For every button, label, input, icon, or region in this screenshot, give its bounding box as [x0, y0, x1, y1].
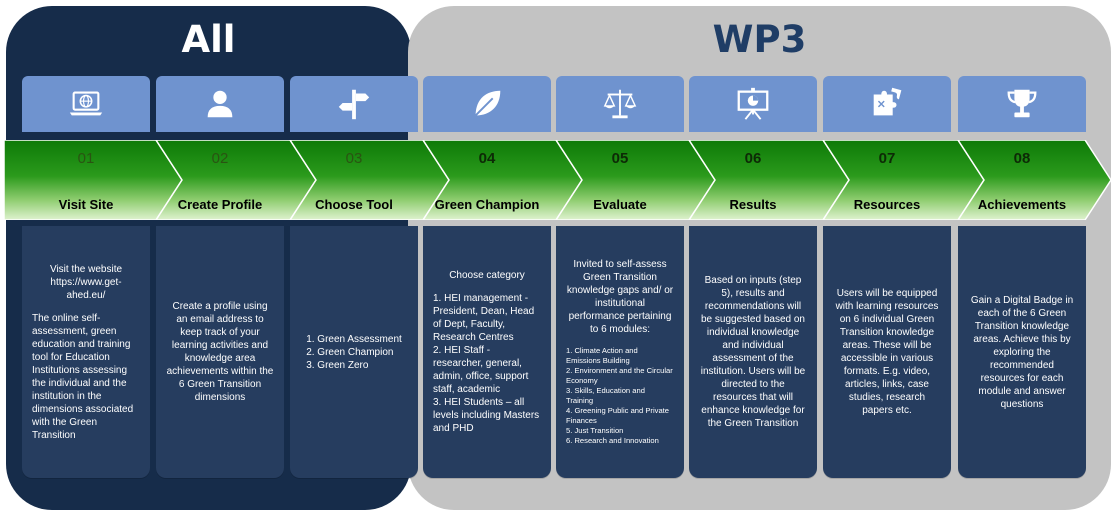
step-03: 1. Green Assessment 2. Green Champion 3.… [290, 0, 418, 512]
step-01-desc-line: Visit the website [49, 263, 123, 275]
step-05-module-item: 5. Just Transition [566, 426, 624, 435]
step-01-desc-line: https://www.get- [50, 276, 122, 288]
step-08-description: Gain a Digital Badge in each of the 6 Gr… [958, 226, 1086, 478]
step-03-name: Choose Tool [315, 197, 393, 212]
step-06-description: Based on inputs (step 5), results and re… [689, 226, 817, 478]
step-01-description: Visit the website https://www.get- ahed.… [22, 226, 150, 478]
group-title-all: All [181, 18, 236, 61]
step-05-desc-text: Invited to self-assess Green Transition … [566, 259, 674, 335]
step-05-module-item: 6. Research and Innovation [566, 436, 659, 445]
step-08-desc-text: Gain a Digital Badge in each of the 6 Gr… [970, 294, 1074, 410]
step-02-icon-box [156, 76, 284, 132]
leaf-icon [474, 90, 501, 117]
step-04-category-item: 2. HEI Staff - researcher, general, admi… [433, 345, 529, 395]
step-06: Based on inputs (step 5), results and re… [689, 0, 817, 512]
step-08-name: Achievements [977, 197, 1067, 212]
step-03-tool-item: 2. Green Champion [306, 346, 394, 358]
step-07-icon-box [823, 76, 951, 132]
step-05-name: Evaluate [593, 197, 647, 212]
step-chevron-07 [822, 140, 985, 220]
group-title-wp3: WP3 [712, 18, 807, 61]
step-04: Choose category 1. HEI management - Pres… [423, 0, 551, 512]
step-08-icon-box [958, 76, 1086, 132]
step-01-icon-box [22, 76, 150, 132]
step-03-icon-box [290, 76, 418, 132]
step-07-desc-text: Users will be equipped with learning res… [835, 288, 939, 416]
step-04-name: Green Champion [434, 197, 540, 212]
scales-icon [603, 89, 637, 119]
step-04-icon-box [423, 76, 551, 132]
step-02-desc-text: Create a profile using an email address … [166, 301, 274, 403]
step-05-number: 05 [611, 150, 629, 167]
step-04-category-item: 1. HEI management - President, Dean, Hea… [433, 293, 535, 343]
step-04-description: Choose category 1. HEI management - Pres… [423, 226, 551, 478]
step-chevron-02 [155, 140, 317, 220]
puzzle-icon [873, 87, 902, 116]
step-01-number: 01 [77, 150, 95, 167]
step-08-number: 08 [1013, 150, 1031, 167]
step-04-desc-heading: Choose category [449, 270, 525, 281]
step-04-category-item: 3. HEI Students – all levels including M… [433, 397, 540, 434]
step-01: Visit the website https://www.get- ahed.… [22, 0, 150, 512]
trophy-icon [1007, 89, 1037, 118]
step-06-name: Results [729, 197, 777, 212]
user-icon [207, 90, 233, 118]
signpost-icon [338, 89, 370, 120]
step-05-module-item: 3. Skills, Education and Training [566, 386, 645, 405]
laptop-globe-icon [69, 91, 103, 116]
step-01-name: Visit Site [58, 197, 114, 212]
step-05-description: Invited to self-assess Green Transition … [556, 226, 684, 478]
process-arrow-band [3, 140, 1112, 220]
step-01-desc-detail: The online self-assessment, green educat… [32, 312, 134, 441]
step-05-module-item: 2. Environment and the Circular Economy [566, 366, 673, 385]
step-chevron-08 [957, 140, 1112, 220]
step-02: Create a profile using an email address … [156, 0, 284, 512]
step-chevron-05 [555, 140, 716, 220]
step-02-number: 02 [211, 150, 229, 167]
step-06-number: 06 [744, 150, 762, 167]
step-05: Invited to self-assess Green Transition … [556, 0, 684, 512]
step-02-name: Create Profile [177, 197, 263, 212]
step-chevron-04 [422, 140, 583, 220]
step-05-module-item: 4. Greening Public and Private Finances [566, 406, 669, 425]
step-08: Gain a Digital Badge in each of the 6 Gr… [958, 0, 1086, 512]
step-05-module-item: 1. Climate Action and Emissions Building [566, 346, 638, 365]
step-03-tool-item: 1. Green Assessment [306, 333, 402, 345]
step-07-number: 07 [878, 150, 896, 167]
step-07-name: Resources [853, 197, 921, 212]
step-02-description: Create a profile using an email address … [156, 226, 284, 478]
step-03-tool-item: 3. Green Zero [306, 359, 369, 371]
step-04-number: 04 [478, 150, 496, 167]
step-07: Users will be equipped with learning res… [823, 0, 951, 512]
step-chevron-01 [3, 140, 183, 220]
step-chevron-03 [289, 140, 450, 220]
presentation-icon [737, 87, 769, 120]
step-03-description: 1. Green Assessment 2. Green Champion 3.… [290, 226, 418, 478]
step-chevron-06 [688, 140, 850, 220]
step-07-description: Users will be equipped with learning res… [823, 226, 951, 478]
step-03-number: 03 [345, 150, 363, 167]
step-01-url[interactable]: ahed.eu/ [66, 289, 106, 301]
step-06-icon-box [689, 76, 817, 132]
step-05-icon-box [556, 76, 684, 132]
step-06-desc-text: Based on inputs (step 5), results and re… [700, 275, 806, 429]
